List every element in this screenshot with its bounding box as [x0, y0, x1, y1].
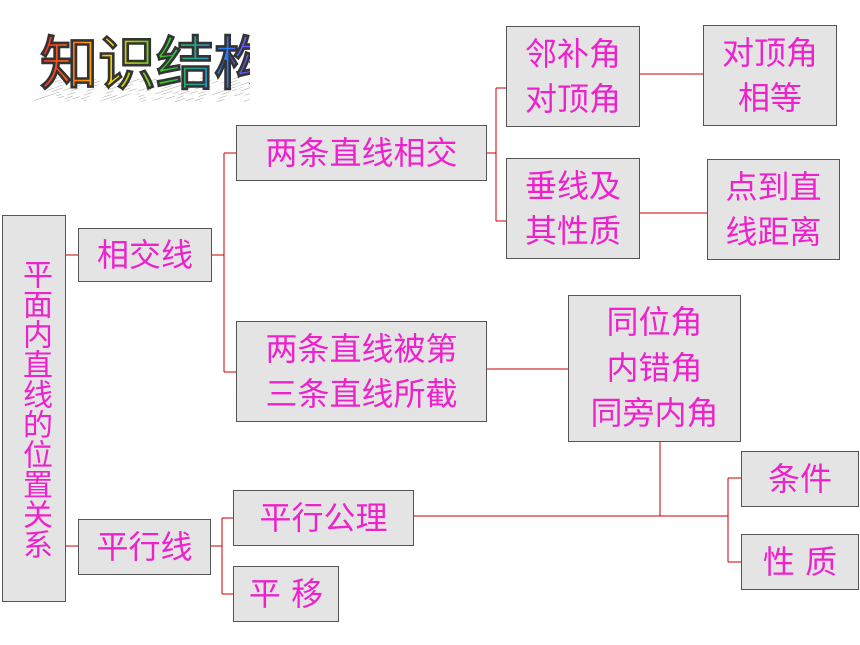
- node-angle-types: 同位角 内错角 同旁内角: [568, 295, 741, 442]
- title-text: 知识结构: [40, 30, 250, 98]
- node-intersecting-lines: 相交线: [78, 228, 212, 282]
- node-adjacent-vertical: 邻补角 对顶角: [506, 26, 640, 127]
- node-vertical-equal: 对顶角 相等: [703, 25, 837, 126]
- node-transversal: 两条直线被第 三条直线所截: [236, 321, 487, 422]
- node-parallel-lines: 平行线: [78, 519, 211, 575]
- node-parallel-axiom: 平行公理: [233, 490, 414, 546]
- node-conditions: 条件: [741, 451, 859, 507]
- node-translation: 平 移: [233, 566, 339, 622]
- node-root: 平面内直线的位置关系: [2, 215, 66, 602]
- title-shadow: 知识结构: [29, 76, 250, 106]
- node-perpendicular: 垂线及 其性质: [506, 158, 640, 259]
- node-two-lines-intersect: 两条直线相交: [236, 125, 487, 181]
- node-point-line-distance: 点到直 线距离: [707, 159, 840, 260]
- node-properties: 性 质: [741, 534, 859, 590]
- title-wordart: 知识结构 知识结构: [29, 30, 250, 107]
